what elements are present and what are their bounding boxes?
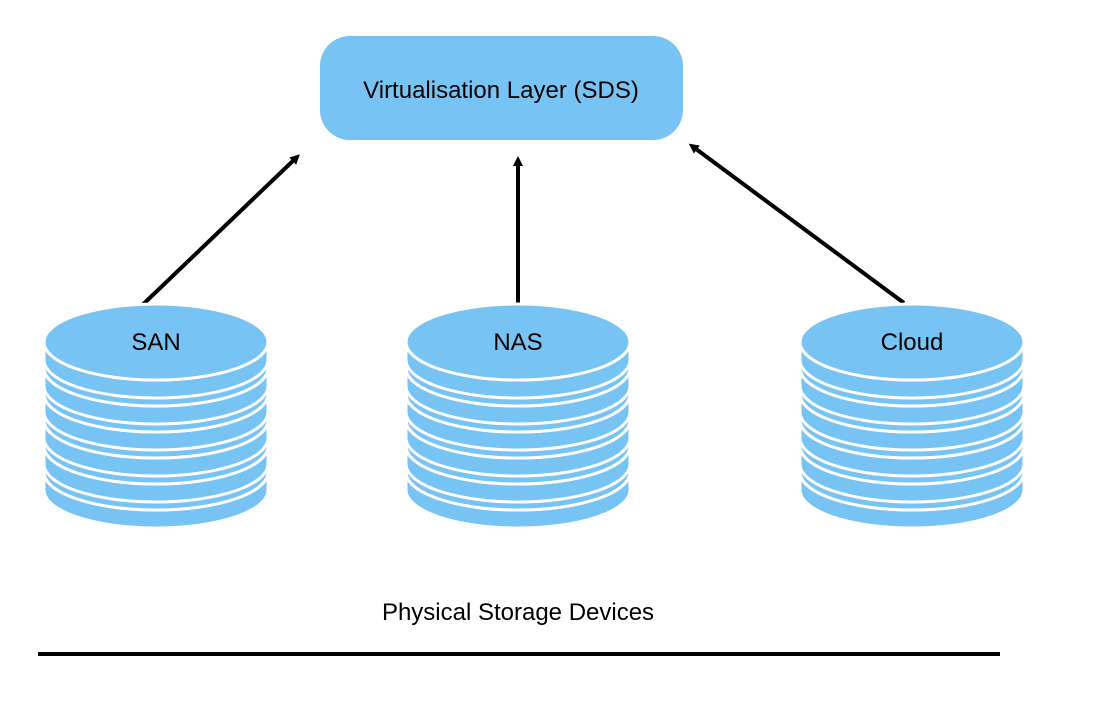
storage-device-san: SAN: [42, 302, 270, 530]
storage-device-nas: NAS: [404, 302, 632, 530]
disk-platter-top: [404, 302, 632, 382]
connections: [132, 143, 906, 315]
storage-device-cloud: Cloud: [798, 302, 1026, 530]
virtualisation-layer-shape: [320, 36, 683, 140]
virtualisation-layer-box: Virtualisation Layer (SDS): [320, 36, 683, 140]
arrow-san-to-layer: [132, 154, 300, 315]
virtualisation-layer-label: Virtualisation Layer (SDS): [363, 77, 639, 104]
disk-platter-top: [798, 302, 1026, 382]
arrow-cloud-to-layer: [688, 143, 906, 305]
database-stack-icon: [404, 302, 632, 530]
disk-platter-top: [42, 302, 270, 382]
storage-device-label: NAS: [493, 329, 542, 356]
physical-storage-label: Physical Storage Devices: [382, 599, 654, 626]
database-stack-icon: [798, 302, 1026, 530]
storage-device-label: Cloud: [881, 329, 944, 356]
database-stack-icon: [42, 302, 270, 530]
storage-device-label: SAN: [131, 329, 180, 356]
